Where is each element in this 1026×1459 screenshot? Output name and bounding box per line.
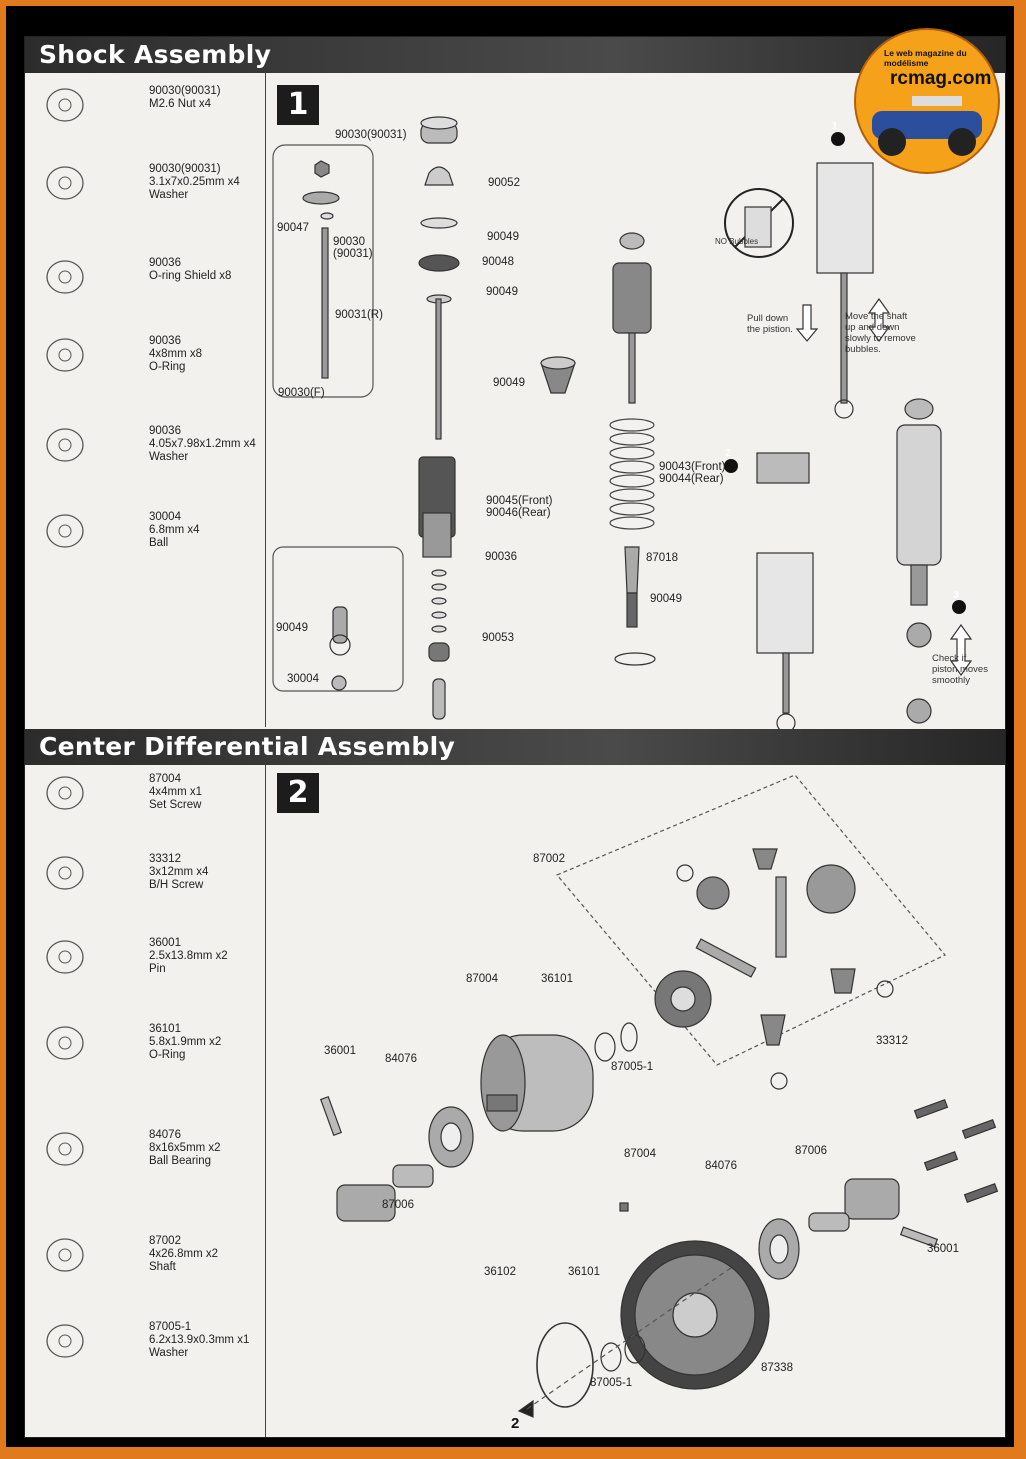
shock-assembly-header: Shock Assembly bbox=[25, 37, 1005, 73]
callout-90030-nut: 90030(90031) bbox=[335, 129, 407, 141]
part-icon bbox=[35, 163, 95, 208]
part-code: 36101 bbox=[149, 1023, 181, 1035]
part-description: 4x4mm x1 Set Screw bbox=[149, 786, 203, 811]
shock-assembly-diagram bbox=[272, 116, 973, 733]
part-description: 6.2x13.9x0.3mm x1 Washer bbox=[149, 1334, 250, 1359]
part-icon bbox=[35, 1023, 95, 1068]
callout-87005-1-a: 87005-1 bbox=[611, 1061, 654, 1073]
callout-90043-spring: 90043(Front) 90044(Rear) bbox=[659, 461, 726, 485]
part-description: 4x26.8mm x2 Shaft bbox=[149, 1248, 219, 1273]
part-icon bbox=[35, 425, 95, 470]
part-icon bbox=[35, 773, 95, 818]
differential-assembly-diagram bbox=[319, 774, 999, 1418]
callout-36101-a: 36101 bbox=[541, 973, 573, 985]
callout-90030f: 90030(F) bbox=[278, 387, 325, 399]
callout-36001-b: 36001 bbox=[927, 1243, 959, 1255]
part-description: 6.8mm x4 Ball bbox=[149, 524, 200, 549]
callout-87005-1-b: 87005-1 bbox=[590, 1377, 633, 1389]
part-icon bbox=[35, 257, 95, 302]
callout-90030-washer: 90030 (90031) bbox=[333, 236, 373, 260]
part-icon bbox=[35, 853, 95, 898]
callout-90049-b: 90049 bbox=[486, 286, 518, 298]
callout-36101-b: 36101 bbox=[568, 1266, 600, 1278]
callout-90049-e: 90049 bbox=[276, 622, 308, 634]
part-code: 90036 bbox=[149, 335, 181, 347]
callout-36102: 36102 bbox=[484, 1266, 516, 1278]
part-code: 90030(90031) bbox=[149, 85, 221, 97]
part-description: 4.05x7.98x1.2mm x4 Washer bbox=[149, 438, 256, 463]
sub-step-marker: 1 bbox=[832, 121, 838, 132]
part-icon bbox=[35, 85, 95, 130]
step-number-1: 1 bbox=[277, 85, 319, 125]
part-description: 8x16x5mm x2 Ball Bearing bbox=[149, 1142, 221, 1167]
part-code: 30004 bbox=[149, 511, 181, 523]
part-code: 90030(90031) bbox=[149, 163, 221, 175]
part-description: 3x12mm x4 B/H Screw bbox=[149, 866, 209, 891]
callout-84076-b: 84076 bbox=[705, 1160, 737, 1172]
callout-90049-c: 90049 bbox=[493, 377, 525, 389]
callout-87004-screw: 87004 bbox=[624, 1148, 656, 1160]
move-shaft-note: Move the shaft up and down slowly to rem… bbox=[845, 311, 916, 355]
part-code: 87005-1 bbox=[149, 1321, 192, 1333]
part-code: 87004 bbox=[149, 773, 181, 785]
part-description: 2.5x13.8mm x2 Pin bbox=[149, 950, 228, 975]
callout-90047: 90047 bbox=[277, 222, 309, 234]
part-code: 36001 bbox=[149, 937, 181, 949]
callout-87004-case: 87004 bbox=[466, 973, 498, 985]
part-code: 33312 bbox=[149, 853, 181, 865]
check-piston-note: Check if piston moves smoothly bbox=[932, 653, 988, 686]
callout-87006-left: 87006 bbox=[382, 1199, 414, 1211]
logo-brand: rcmag.com bbox=[890, 68, 992, 89]
callout-87006-right: 87006 bbox=[795, 1145, 827, 1157]
parts-column-divider-2 bbox=[265, 765, 266, 1437]
part-code: 90036 bbox=[149, 257, 181, 269]
part-icon bbox=[35, 1235, 95, 1280]
callout-90045-body: 90045(Front) 90046(Rear) bbox=[486, 495, 553, 519]
part-description: 5.8x1.9mm x2 O-Ring bbox=[149, 1036, 222, 1061]
part-code: 84076 bbox=[149, 1129, 181, 1141]
sub-step-marker: 2 bbox=[725, 448, 731, 459]
part-code: 87002 bbox=[149, 1235, 181, 1247]
part-icon bbox=[35, 511, 95, 556]
parts-column-divider bbox=[265, 73, 266, 727]
callout-90052: 90052 bbox=[488, 177, 520, 189]
callout-90049-a: 90049 bbox=[487, 231, 519, 243]
callout-33312: 33312 bbox=[876, 1035, 908, 1047]
part-icon bbox=[35, 1129, 95, 1174]
sub-step-marker: 3 bbox=[953, 590, 959, 601]
callout-90053: 90053 bbox=[482, 632, 514, 644]
center-differential-header: Center Differential Assembly bbox=[25, 729, 1005, 765]
callout-87338: 87338 bbox=[761, 1362, 793, 1374]
callout-90049-d: 90049 bbox=[650, 593, 682, 605]
callout-90048: 90048 bbox=[482, 256, 514, 268]
callout-87002: 87002 bbox=[533, 853, 565, 865]
callout-30004: 30004 bbox=[287, 673, 319, 685]
callout-90031r: 90031(R) bbox=[335, 309, 383, 321]
callout-36001-a: 36001 bbox=[324, 1045, 356, 1057]
page-number: 2 bbox=[511, 1415, 520, 1432]
part-icon bbox=[35, 937, 95, 982]
callout-84076-a: 84076 bbox=[385, 1053, 417, 1065]
step-number-2: 2 bbox=[277, 773, 319, 813]
callout-87018: 87018 bbox=[646, 552, 678, 564]
part-description: 4x8mm x8 O-Ring bbox=[149, 348, 203, 373]
rcmag-logo: rcmag.com Le web magazine du modélisme bbox=[852, 26, 1002, 176]
pull-down-note: Pull down the pistion. bbox=[747, 313, 793, 335]
logo-tagline: Le web magazine du modélisme bbox=[884, 48, 967, 68]
no-bubbles-label: NO Bubbles bbox=[715, 237, 759, 246]
part-code: 90036 bbox=[149, 425, 181, 437]
part-description: M2.6 Nut x4 bbox=[149, 98, 211, 110]
part-icon bbox=[35, 335, 95, 380]
part-description: 3.1x7x0.25mm x4 Washer bbox=[149, 176, 240, 201]
callout-90036: 90036 bbox=[485, 551, 517, 563]
part-description: O-ring Shield x8 bbox=[149, 270, 232, 282]
part-icon bbox=[35, 1321, 95, 1366]
